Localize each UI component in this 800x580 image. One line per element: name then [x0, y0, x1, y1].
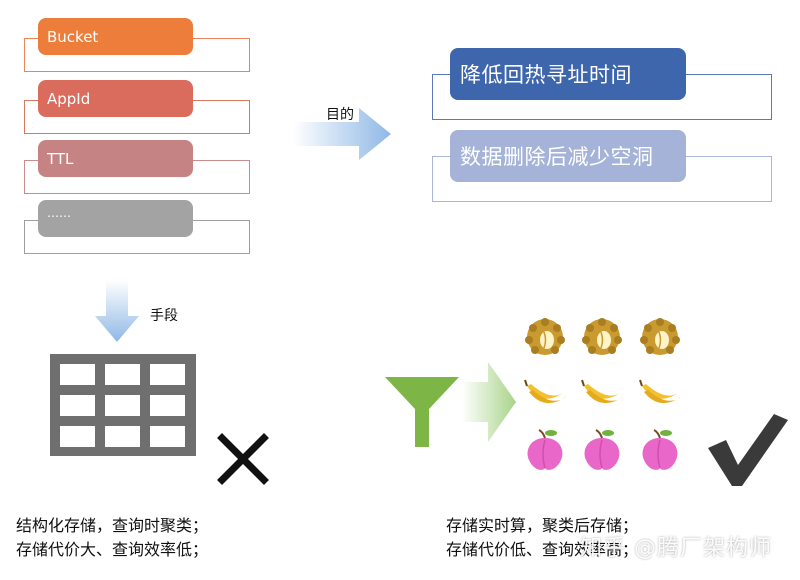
left-caption: 结构化存储，查询时聚类； 存储代价大、查询效率低；: [16, 514, 208, 562]
peach-icon: [638, 428, 682, 478]
peach-icon: [523, 428, 567, 478]
goal-box: 数据删除后减少空洞: [450, 130, 686, 182]
right-caption: 存储实时算，聚类后存储； 存储代价低、查询效率高；: [446, 514, 638, 562]
field-box: Bucket: [38, 18, 193, 55]
funnel-icon: [385, 377, 459, 447]
check-icon: [708, 414, 788, 486]
green-arrow-icon: [462, 362, 516, 442]
banana-icon: [523, 372, 569, 416]
goal-box: 降低回热寻址时间: [450, 48, 686, 100]
field-box: AppId: [38, 80, 193, 117]
left-caption-line: 结构化存储，查询时聚类；: [16, 516, 209, 535]
field-box: ……: [38, 200, 193, 237]
banana-icon: [638, 372, 684, 416]
field-box: TTL: [38, 140, 193, 177]
durian-icon: [580, 314, 624, 362]
table-grid-icon: [50, 354, 196, 456]
left-caption-line: 存储代价大、查询效率低；: [16, 540, 209, 559]
cross-icon: [217, 433, 269, 485]
means-label: 手段: [150, 308, 178, 324]
durian-icon: [638, 314, 682, 362]
banana-icon: [580, 372, 626, 416]
watermark: 知乎 @腾厂架构师: [580, 536, 772, 561]
purpose-arrow-icon: [293, 108, 391, 160]
means-arrow-icon: [95, 280, 139, 342]
durian-icon: [523, 314, 567, 362]
purpose-label: 目的: [326, 107, 354, 123]
right-caption-line: 存储实时算，聚类后存储；: [446, 516, 639, 535]
right-caption-line: 存储代价低、查询效率高；: [446, 540, 639, 559]
peach-icon: [580, 428, 624, 478]
